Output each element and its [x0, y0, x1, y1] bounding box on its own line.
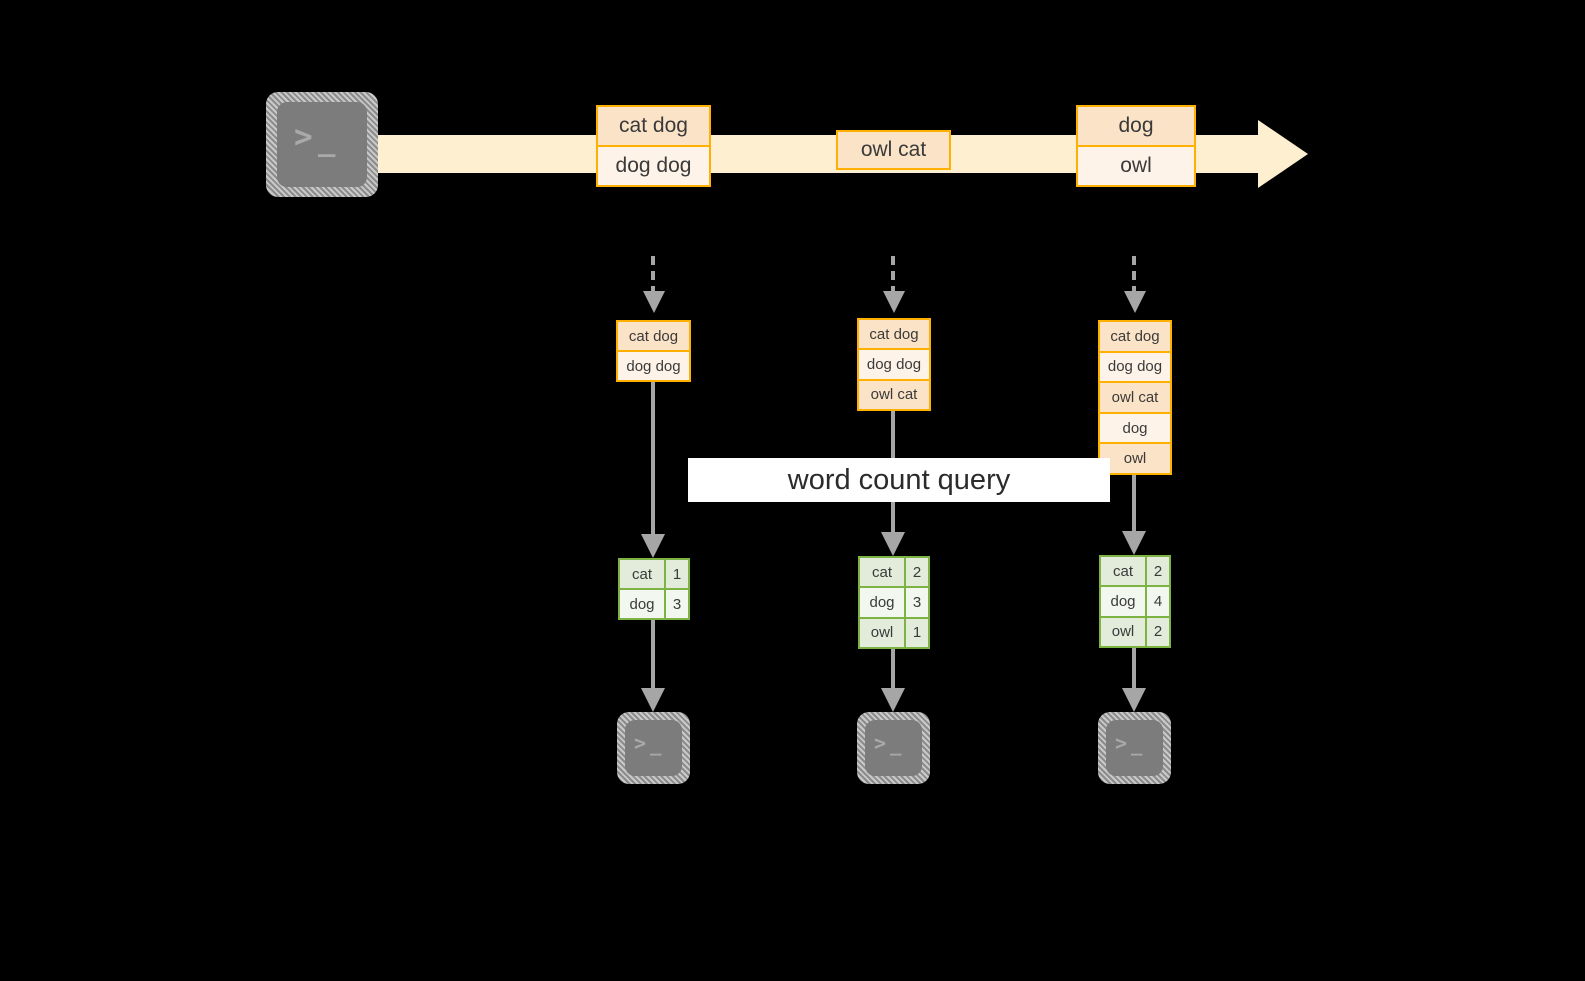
result-count: 2: [906, 558, 928, 587]
terminal-cursor-icon: _: [318, 123, 336, 157]
sink-connector-arrowhead: [1122, 688, 1146, 712]
snapshot-state-stack: cat dog dog dog owl cat dog owl: [1098, 320, 1172, 475]
table-row: cat 2: [1101, 557, 1169, 586]
result-count: 2: [1147, 557, 1169, 586]
terminal-face: [625, 720, 682, 776]
terminal-prompt-icon: >: [294, 119, 313, 155]
sink-connector-arrowhead: [881, 688, 905, 712]
snapshot-state-line: owl: [1100, 444, 1170, 473]
result-count: 3: [666, 590, 688, 618]
snapshot-state-line: cat dog: [618, 322, 689, 350]
snapshot-dashed-arrowhead: [1124, 291, 1146, 313]
sink-connector-arrowhead: [641, 688, 665, 712]
result-table: cat 1 dog 3: [618, 558, 690, 620]
terminal-cursor-icon: _: [650, 734, 662, 756]
snapshot-state-line: dog dog: [618, 352, 689, 380]
table-row: cat 2: [860, 558, 928, 587]
table-row: cat 1: [620, 560, 688, 588]
result-count: 3: [906, 588, 928, 617]
terminal-face: [277, 102, 367, 187]
table-row: dog 3: [860, 588, 928, 617]
terminal-prompt-icon: >: [634, 731, 647, 755]
snapshot-state-stack: cat dog dog dog owl cat: [857, 318, 931, 411]
stream-record-line: owl cat: [838, 132, 949, 168]
terminal-prompt-icon: >: [874, 731, 887, 755]
stream-record-line: owl: [1078, 147, 1194, 185]
snapshot-state-line: dog dog: [859, 350, 929, 379]
query-connector-arrowhead: [881, 532, 905, 556]
result-table: cat 2 dog 4 owl 2: [1099, 555, 1171, 648]
query-label-band: word count query: [688, 458, 1110, 502]
table-row: dog 3: [620, 590, 688, 618]
sink-terminal-icon[interactable]: > _: [857, 712, 930, 784]
snapshot-dashed-connector: [891, 256, 895, 292]
stream-record-line: dog dog: [598, 147, 709, 185]
table-row: dog 4: [1101, 587, 1169, 616]
result-word: cat: [860, 558, 904, 587]
snapshot-state-stack: cat dog dog dog: [616, 320, 691, 382]
terminal-prompt-icon: >: [1115, 731, 1128, 755]
result-count: 1: [906, 618, 928, 647]
result-word: cat: [1101, 557, 1145, 586]
terminal-face: [1106, 720, 1163, 776]
sink-connector: [1132, 648, 1136, 692]
query-label: word count query: [787, 463, 1011, 496]
snapshot-dashed-connector: [651, 256, 655, 292]
snapshot-state-line: owl cat: [859, 380, 929, 409]
sink-connector: [651, 620, 655, 692]
result-word: dog: [1101, 587, 1145, 616]
query-connector: [651, 382, 655, 537]
query-connector-arrowhead: [641, 534, 665, 558]
result-word: dog: [860, 588, 904, 617]
snapshot-dashed-arrowhead: [883, 291, 905, 313]
stream-record: dog owl: [1076, 105, 1196, 187]
result-word: owl: [1101, 617, 1145, 646]
sink-connector: [891, 649, 895, 692]
snapshot-state-line: cat dog: [859, 320, 929, 349]
query-connector: [1132, 475, 1136, 533]
snapshot-dashed-connector: [1132, 256, 1136, 292]
result-count: 4: [1147, 587, 1169, 616]
source-terminal-icon[interactable]: > _: [266, 92, 378, 197]
snapshot-state-line: dog: [1100, 413, 1170, 443]
snapshot-dashed-arrowhead: [643, 291, 665, 313]
stream-record-line: cat dog: [598, 107, 709, 145]
sink-terminal-icon[interactable]: > _: [617, 712, 690, 784]
result-count: 2: [1147, 617, 1169, 646]
snapshot-state-line: owl cat: [1100, 383, 1170, 412]
result-table: cat 2 dog 3 owl 1: [858, 556, 930, 649]
snapshot-state-line: dog dog: [1100, 352, 1170, 382]
snapshot-state-line: cat dog: [1100, 322, 1170, 351]
query-connector-arrowhead: [1122, 531, 1146, 555]
stream-record: owl cat: [836, 130, 951, 170]
stream-record: cat dog dog dog: [596, 105, 711, 187]
result-word: dog: [620, 590, 664, 618]
sink-terminal-icon[interactable]: > _: [1098, 712, 1171, 784]
terminal-cursor-icon: _: [890, 734, 902, 756]
table-row: owl 1: [860, 618, 928, 647]
stream-arrowhead: [1258, 120, 1308, 188]
stream-record-line: dog: [1078, 107, 1194, 145]
result-count: 1: [666, 560, 688, 588]
table-row: owl 2: [1101, 617, 1169, 646]
terminal-cursor-icon: _: [1131, 734, 1143, 756]
result-word: cat: [620, 560, 664, 588]
terminal-face: [865, 720, 922, 776]
result-word: owl: [860, 618, 904, 647]
